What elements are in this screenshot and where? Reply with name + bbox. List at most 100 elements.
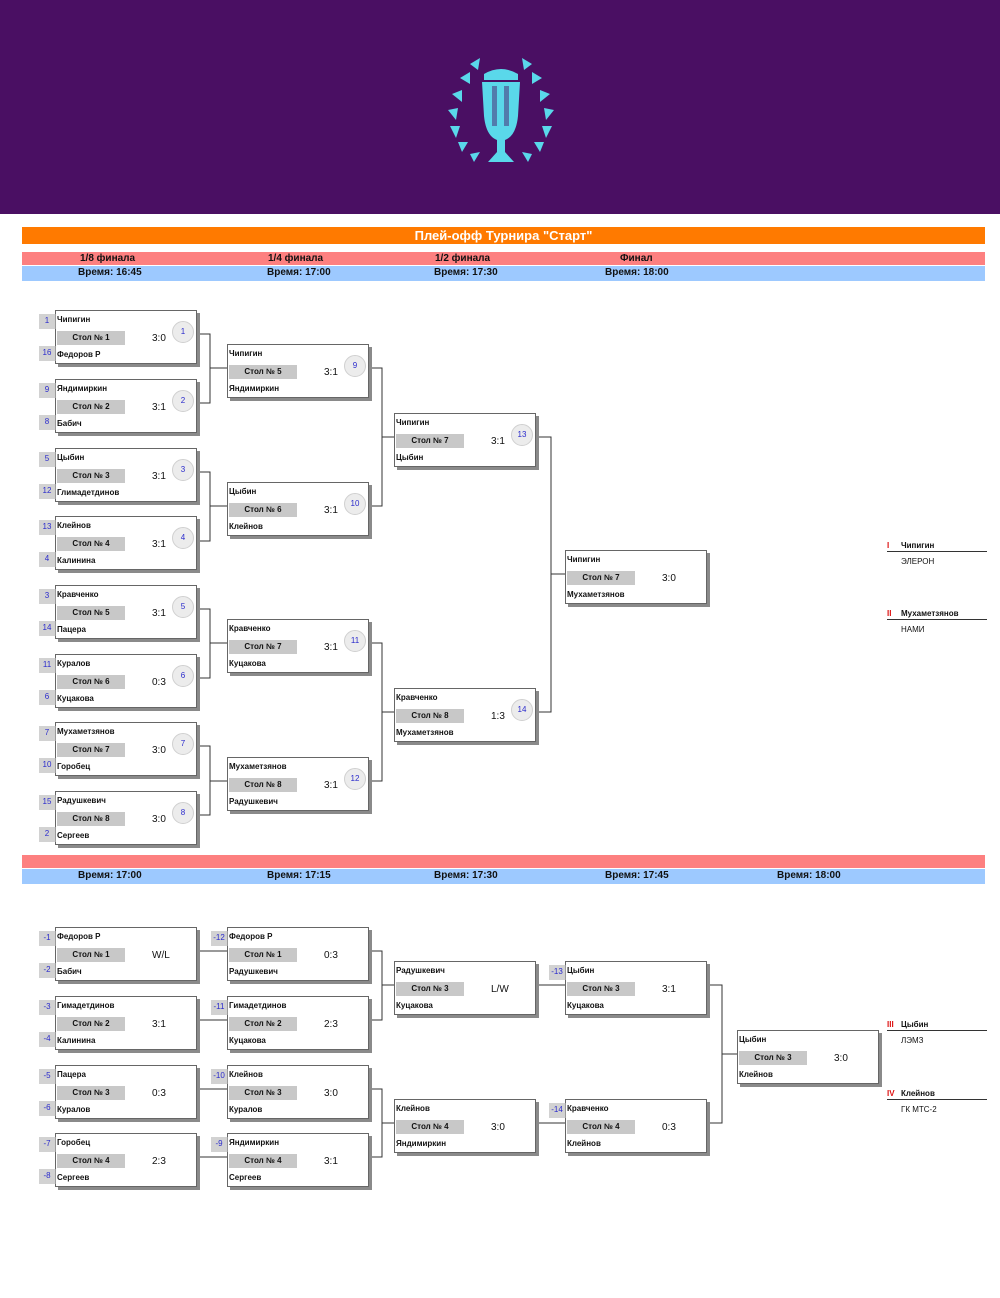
time-label: Время: 17:30 bbox=[434, 267, 498, 278]
table-label: Стол № 1 bbox=[57, 948, 125, 962]
player-bottom: Мухаметзянов bbox=[567, 590, 625, 599]
player-top: Чипигин bbox=[57, 315, 91, 324]
table-label: Стол № 8 bbox=[229, 778, 297, 792]
player-bottom: Сергеев bbox=[57, 1173, 90, 1182]
seed-number: -2 bbox=[39, 963, 56, 978]
seed-number: 16 bbox=[39, 346, 56, 361]
player-bottom: Бабич bbox=[57, 967, 82, 976]
place-number: IV bbox=[887, 1089, 895, 1098]
table-label: Стол № 8 bbox=[396, 709, 464, 723]
header-banner bbox=[0, 0, 1000, 214]
seed-number: 14 bbox=[39, 621, 56, 636]
match-score: 3:1 bbox=[152, 608, 166, 619]
player-top: Кравченко bbox=[567, 1104, 609, 1113]
result-divider bbox=[887, 1030, 987, 1031]
player-top: Горобец bbox=[57, 1138, 91, 1147]
match-number: 14 bbox=[511, 699, 533, 721]
match-score: 3:1 bbox=[491, 436, 505, 447]
player-bottom: Куцакова bbox=[396, 1001, 433, 1010]
match-score: 2:3 bbox=[152, 1156, 166, 1167]
place-player: Чипигин bbox=[901, 541, 935, 550]
stage-label: 1/4 финала bbox=[268, 253, 324, 264]
match-number: 6 bbox=[172, 665, 194, 687]
player-top: Пацера bbox=[57, 1070, 86, 1079]
player-bottom: Радушкевич bbox=[229, 797, 278, 806]
seed-number: 8 bbox=[39, 415, 56, 430]
match-score: 3:1 bbox=[152, 539, 166, 550]
table-label: Стол № 2 bbox=[57, 1017, 125, 1031]
match-score: 3:0 bbox=[834, 1053, 848, 1064]
match-score: 3:1 bbox=[324, 780, 338, 791]
player-bottom: Федоров Р bbox=[57, 350, 101, 359]
table-label: Стол № 7 bbox=[567, 571, 635, 585]
place-club: ЛЭМЗ bbox=[901, 1036, 924, 1045]
match-score: 3:0 bbox=[152, 814, 166, 825]
player-top: Чипигин bbox=[229, 349, 263, 358]
player-top: Яндимиркин bbox=[229, 1138, 280, 1147]
player-top: Клейнов bbox=[229, 1070, 263, 1079]
player-bottom: Клейнов bbox=[739, 1070, 773, 1079]
seed-number: -10 bbox=[211, 1069, 228, 1084]
seed-number: -14 bbox=[549, 1103, 566, 1118]
match-score: 0:3 bbox=[152, 1088, 166, 1099]
table-label: Стол № 5 bbox=[229, 365, 297, 379]
player-bottom: Куцакова bbox=[57, 694, 94, 703]
table-label: Стол № 4 bbox=[396, 1120, 464, 1134]
table-label: Стол № 6 bbox=[229, 503, 297, 517]
match-score: 3:0 bbox=[152, 333, 166, 344]
table-label: Стол № 7 bbox=[57, 743, 125, 757]
page-title: Плей-офф Турнира "Старт" bbox=[22, 227, 985, 244]
time-label: Время: 17:15 bbox=[267, 870, 331, 881]
result-divider bbox=[887, 551, 987, 552]
place-player: Мухаметзянов bbox=[901, 609, 959, 618]
player-top: Федоров Р bbox=[57, 932, 101, 941]
time-label: Время: 18:00 bbox=[605, 267, 669, 278]
table-label: Стол № 3 bbox=[229, 1086, 297, 1100]
table-label: Стол № 4 bbox=[57, 1154, 125, 1168]
seed-number: -13 bbox=[549, 965, 566, 980]
table-label: Стол № 4 bbox=[57, 537, 125, 551]
result-place-4: IV Клейнов ГК МТС-2 bbox=[887, 1089, 987, 1125]
table-label: Стол № 3 bbox=[57, 1086, 125, 1100]
player-top: Чипигин bbox=[567, 555, 601, 564]
time-label: Время: 16:45 bbox=[78, 267, 142, 278]
player-top: Клейнов bbox=[57, 521, 91, 530]
match-score: 2:3 bbox=[324, 1019, 338, 1030]
stage-label: Финал bbox=[620, 253, 653, 264]
match-score: 3:0 bbox=[662, 573, 676, 584]
match-score: 3:1 bbox=[152, 1019, 166, 1030]
match-score: 3:1 bbox=[152, 471, 166, 482]
player-top: Кравченко bbox=[229, 624, 271, 633]
seed-number: 6 bbox=[39, 690, 56, 705]
match-score: 0:3 bbox=[152, 677, 166, 688]
place-number: III bbox=[887, 1020, 894, 1029]
player-top: Федоров Р bbox=[229, 932, 273, 941]
seed-number: -9 bbox=[211, 1137, 228, 1152]
player-top: Мухаметзянов bbox=[229, 762, 287, 771]
match-number: 5 bbox=[172, 596, 194, 618]
match-number: 8 bbox=[172, 802, 194, 824]
result-divider bbox=[887, 619, 987, 620]
table-label: Стол № 7 bbox=[229, 640, 297, 654]
player-top: Радушкевич bbox=[396, 966, 445, 975]
seed-number: 11 bbox=[39, 658, 56, 673]
match-score: L/W bbox=[491, 984, 509, 995]
seed-number: 2 bbox=[39, 827, 56, 842]
player-bottom: Бабич bbox=[57, 419, 82, 428]
player-bottom: Куралов bbox=[57, 1105, 91, 1114]
